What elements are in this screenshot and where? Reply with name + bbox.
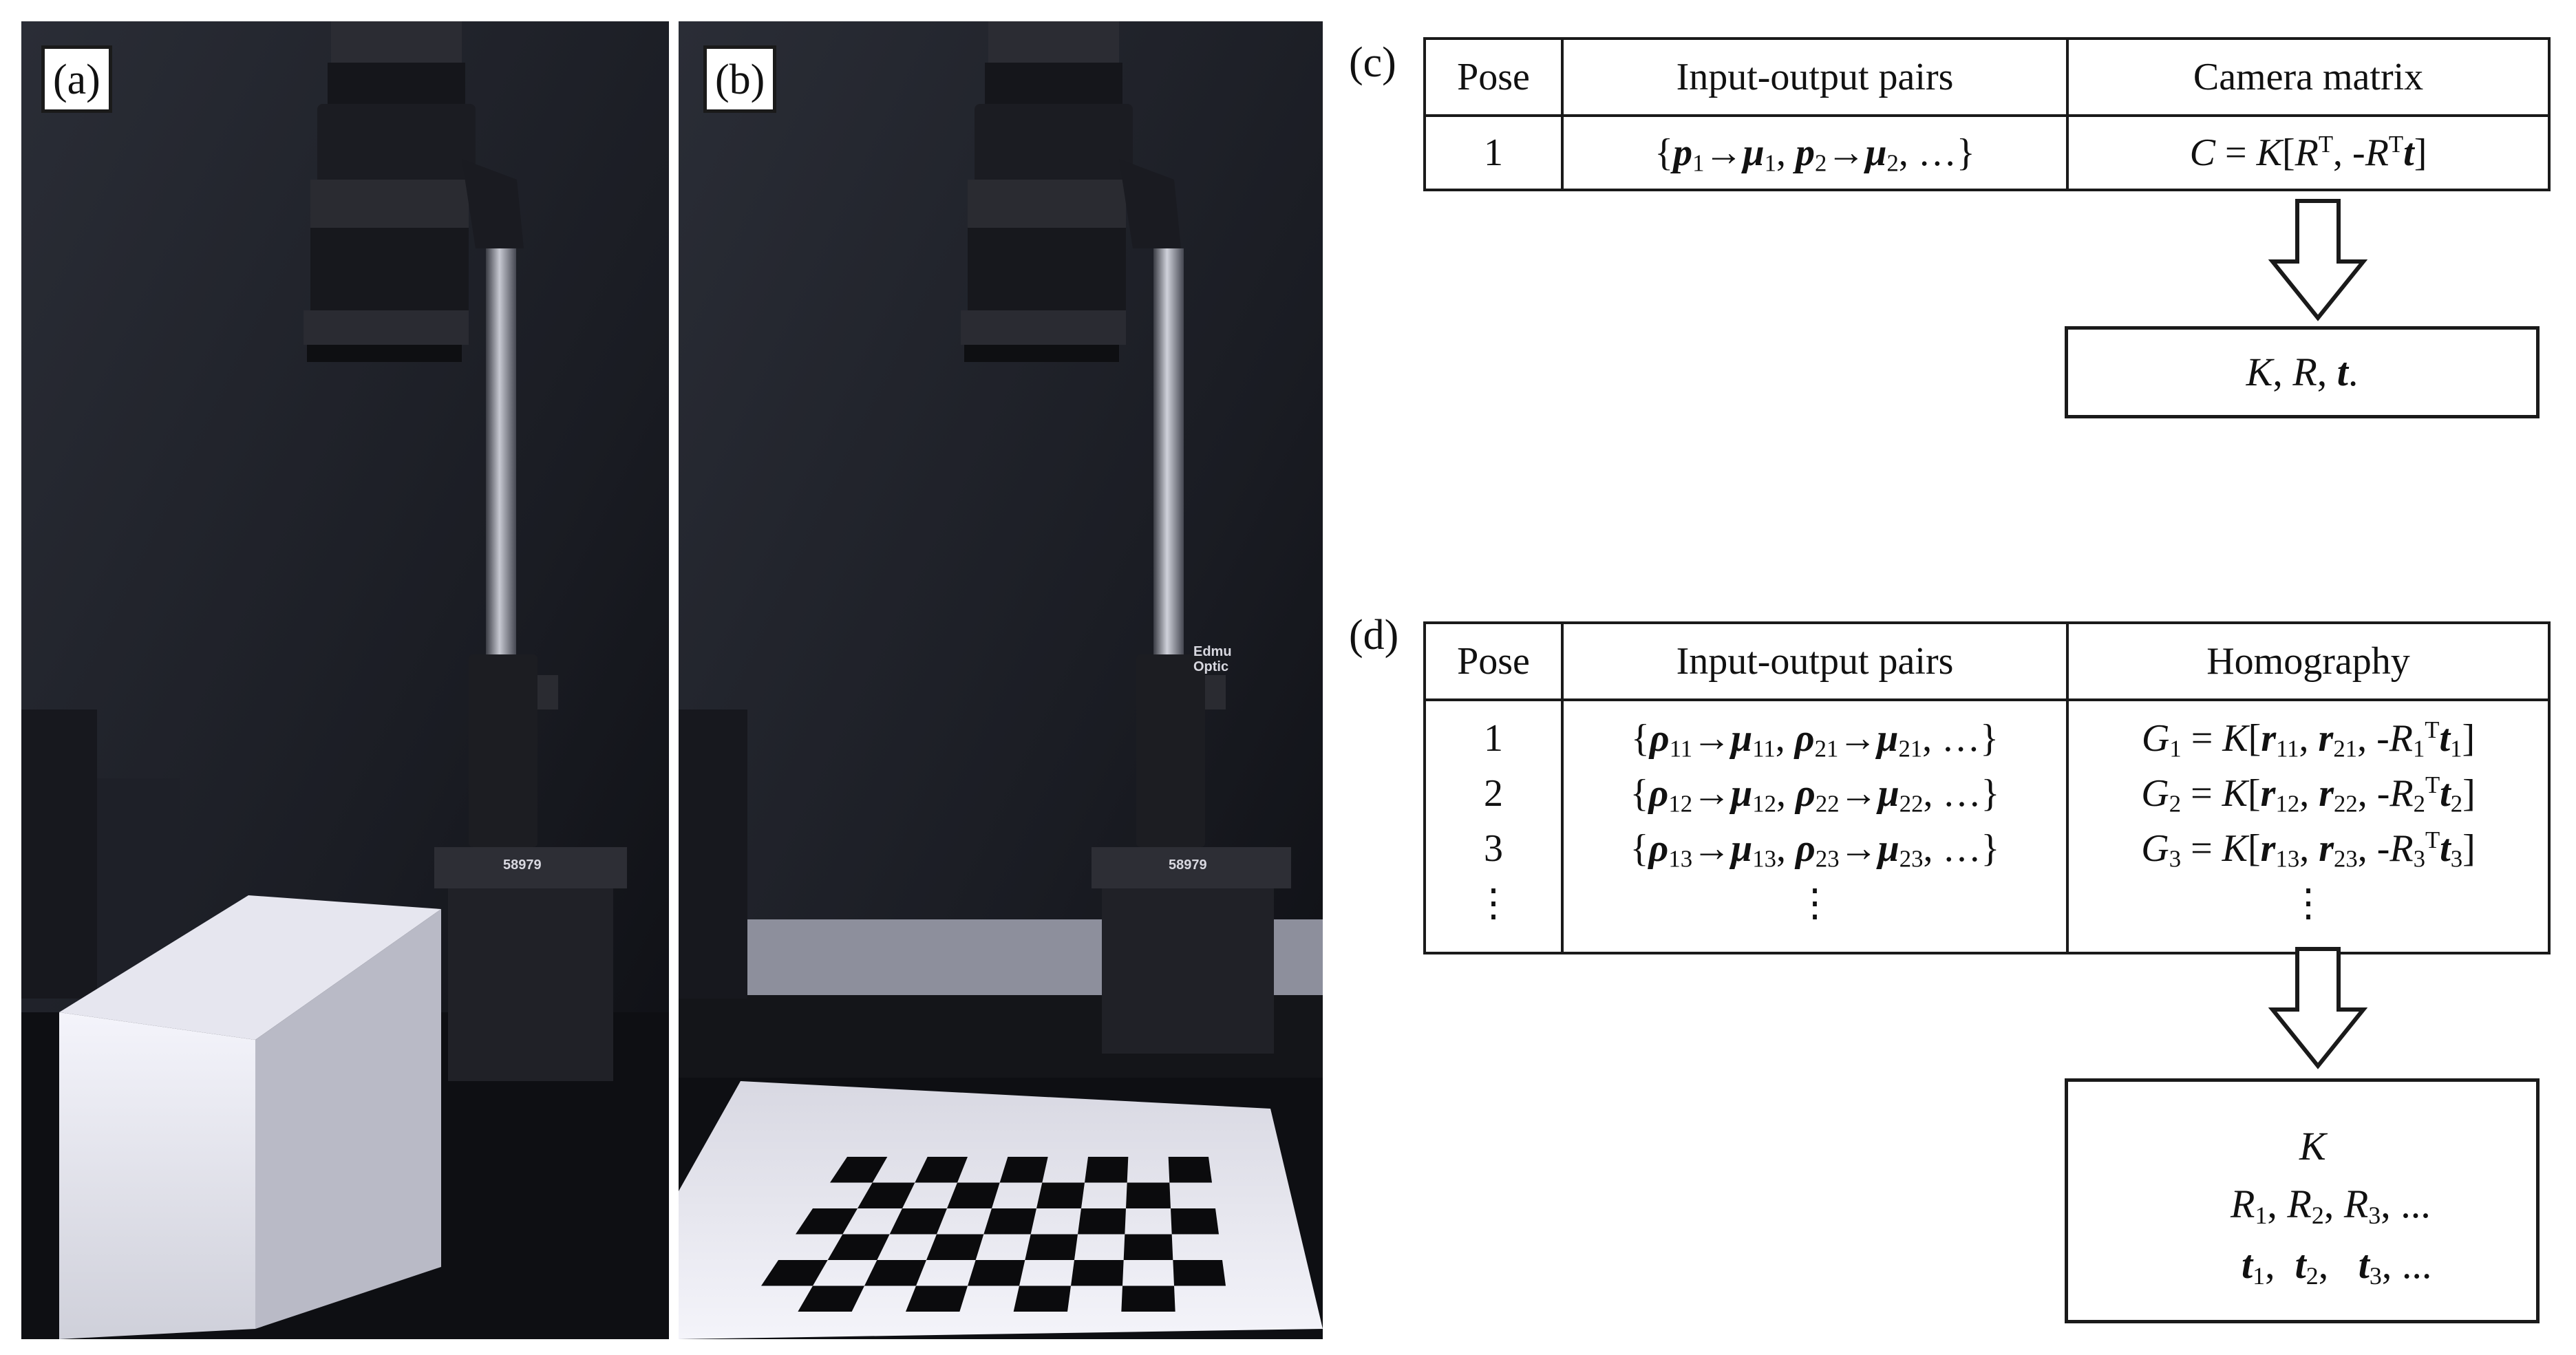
- panel-label-d: (d): [1349, 612, 1399, 659]
- checker-square: [1025, 1234, 1078, 1260]
- checker-square: [915, 1157, 968, 1183]
- pairs-pose-2: {ρ12→μ12, ρ22→μ22, …}: [1630, 772, 2000, 818]
- checker-square: [796, 1208, 858, 1235]
- hollow-down-arrow-icon: [2268, 199, 2367, 321]
- checker-square: [798, 1285, 864, 1312]
- checker-square: [1071, 1260, 1124, 1286]
- homography-pose-3: G3 = K[r13, r23, -R3Tt3]: [2141, 826, 2476, 873]
- panel-label-c: (c): [1349, 39, 1396, 86]
- input-output-pairs: {p1→μ1, p2→μ2, …}: [1561, 114, 2069, 191]
- camera-matrix-table: Pose Input-output pairs Camera matrix 1 …: [1423, 37, 2551, 191]
- pose-3: 3: [1484, 827, 1503, 870]
- checker-square: [864, 1260, 926, 1286]
- multi-pose-parameters-result: K R1, R2, R3, ... t1, t2, t3, ...: [2065, 1078, 2540, 1323]
- checker-square: [827, 1234, 890, 1260]
- panel-label-b: (b): [703, 45, 777, 113]
- homography-pose-2: G2 = K[r12, r22, -R2Tt2]: [2141, 771, 2476, 818]
- checker-square: [1121, 1285, 1175, 1312]
- pose-number: 1: [1423, 114, 1564, 191]
- table-header-row: Pose Input-output pairs Homography: [1423, 621, 2551, 701]
- column-header-camera-matrix: Camera matrix: [2066, 37, 2551, 117]
- result-rotations: R1, R2, R3, ...: [2231, 1182, 2431, 1229]
- photo-camera-with-cube: 58979: [21, 21, 669, 1339]
- column-header-pose: Pose: [1423, 621, 1564, 701]
- camera-parameters-result: K, R, t.: [2065, 326, 2540, 418]
- column-header-pose: Pose: [1423, 37, 1564, 117]
- checker-square: [1171, 1208, 1219, 1235]
- stand-brand-line-1: Edmu: [1193, 644, 1232, 659]
- checker-square: [906, 1285, 968, 1312]
- checker-square: [1173, 1260, 1226, 1286]
- continuation-dots: ⋮: [1474, 882, 1513, 925]
- checker-square: [926, 1234, 984, 1260]
- checker-square: [1036, 1182, 1085, 1208]
- stand-serial-label: 58979: [1169, 857, 1207, 873]
- column-header-pairs: Input-output pairs: [1561, 621, 2069, 701]
- stand-serial-label: 58979: [503, 857, 542, 873]
- checker-square: [983, 1208, 1036, 1235]
- checker-square: [1013, 1285, 1071, 1312]
- pose-1: 1: [1484, 717, 1503, 760]
- result-translations: t1, t2, t3, ...: [2242, 1242, 2432, 1290]
- table-row: 1 {p1→μ1, p2→μ2, …} C = K[RT, -RTt]: [1423, 114, 2551, 191]
- homography-table: Pose Input-output pairs Homography 1 2 3…: [1423, 621, 2551, 954]
- panel-label-a: (a): [41, 45, 112, 113]
- checker-square: [830, 1157, 888, 1183]
- pairs-pose-3: {ρ13→μ13, ρ23→μ23, …}: [1630, 827, 2000, 873]
- input-output-pairs: {ρ11→μ11, ρ21→μ21, …} {ρ12→μ12, ρ22→μ22,…: [1561, 698, 2069, 954]
- checker-square: [1123, 1234, 1173, 1260]
- checker-square: [858, 1182, 915, 1208]
- camera-matrix-formula: C = K[RT, -RTt]: [2066, 114, 2551, 191]
- column-header-pairs: Input-output pairs: [1561, 37, 2069, 117]
- checker-square: [1078, 1208, 1126, 1235]
- checker-square: [889, 1208, 947, 1235]
- continuation-dots: ⋮: [2289, 882, 2328, 925]
- checker-square: [968, 1260, 1025, 1286]
- checker-square: [999, 1157, 1048, 1183]
- continuation-dots: ⋮: [1796, 882, 1834, 925]
- result-intrinsic: K: [2299, 1124, 2326, 1169]
- column-header-homography: Homography: [2066, 621, 2551, 701]
- table-header-row: Pose Input-output pairs Camera matrix: [1423, 37, 2551, 117]
- pairs-pose-1: {ρ11→μ11, ρ21→μ21, …}: [1630, 717, 1999, 762]
- checker-square: [1126, 1182, 1171, 1208]
- pose-2: 2: [1484, 772, 1503, 815]
- checker-square: [1168, 1157, 1212, 1183]
- pose-numbers: 1 2 3 ⋮: [1423, 698, 1564, 954]
- checker-square: [947, 1182, 1000, 1208]
- stand-brand-line-2: Optic: [1193, 659, 1229, 674]
- homography-pose-1: G1 = K[r11, r21, -R1Tt1]: [2141, 716, 2476, 762]
- checker-square: [1085, 1157, 1129, 1183]
- checker-square: [761, 1260, 828, 1286]
- hollow-down-arrow-icon: [2268, 947, 2367, 1069]
- stand-brand-label: Edmu Optic: [1193, 644, 1232, 674]
- homography-formulas: G1 = K[r11, r21, -R1Tt1] G2 = K[r12, r22…: [2066, 698, 2551, 954]
- photo-camera-with-checkerboard: Edmu Optic 58979: [679, 21, 1323, 1339]
- table-row: 1 2 3 ⋮ {ρ11→μ11, ρ21→μ21, …} {ρ12→μ12, …: [1423, 698, 2551, 954]
